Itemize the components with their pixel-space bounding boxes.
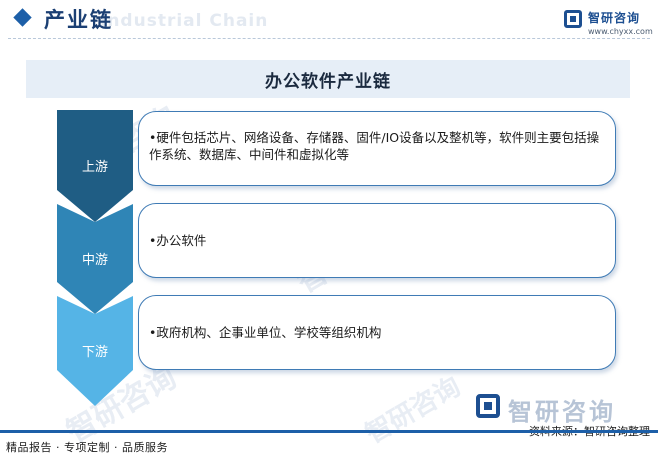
brand-logo-icon (564, 10, 582, 28)
footer-divider (0, 430, 658, 433)
stage-text-upstream: •硬件包括芯片、网络设备、存储器、固件/IO设备以及整机等，软件则主要包括操作系… (149, 130, 600, 162)
chevron-upstream (57, 110, 133, 222)
footer-tagline: 精品报告 · 专项定制 · 品质服务 (6, 441, 168, 454)
brand-logo[interactable]: 智研咨询 www.chyxx.com (564, 6, 653, 38)
chevron-midstream (57, 204, 133, 314)
footer-brand-logo: 智研咨询 (476, 392, 646, 426)
brand-name: 智研咨询 (588, 11, 641, 25)
chart-banner: 办公软件产业链 (26, 60, 630, 98)
brand-url[interactable]: www.chyxx.com (588, 27, 653, 36)
stage-label-midstream: 中游 (81, 253, 108, 268)
footer-logo-icon (476, 394, 500, 418)
page-title: 产业链 (44, 8, 113, 32)
stage-text-midstream: •办公软件 (149, 233, 207, 248)
stage-box-downstream: •政府机构、企事业单位、学校等组织机构 (138, 295, 616, 370)
header-title-watermark: Industrial Chain (100, 11, 269, 31)
page-header: Industrial Chain 产业链 智研咨询 www.chyxx.com (0, 0, 658, 44)
footer-brand-name: 智研咨询 (508, 398, 616, 426)
chevron-downstream (57, 296, 133, 406)
stage-label-upstream: 上游 (81, 160, 108, 175)
stage-label-downstream: 下游 (81, 345, 108, 360)
stage-box-midstream: •办公软件 (138, 203, 616, 278)
stage-text-downstream: •政府机构、企事业单位、学校等组织机构 (149, 325, 382, 340)
header-divider (8, 38, 650, 39)
banner-title: 办公软件产业链 (265, 72, 391, 92)
stage-box-upstream: •硬件包括芯片、网络设备、存储器、固件/IO设备以及整机等，软件则主要包括操作系… (138, 111, 616, 186)
